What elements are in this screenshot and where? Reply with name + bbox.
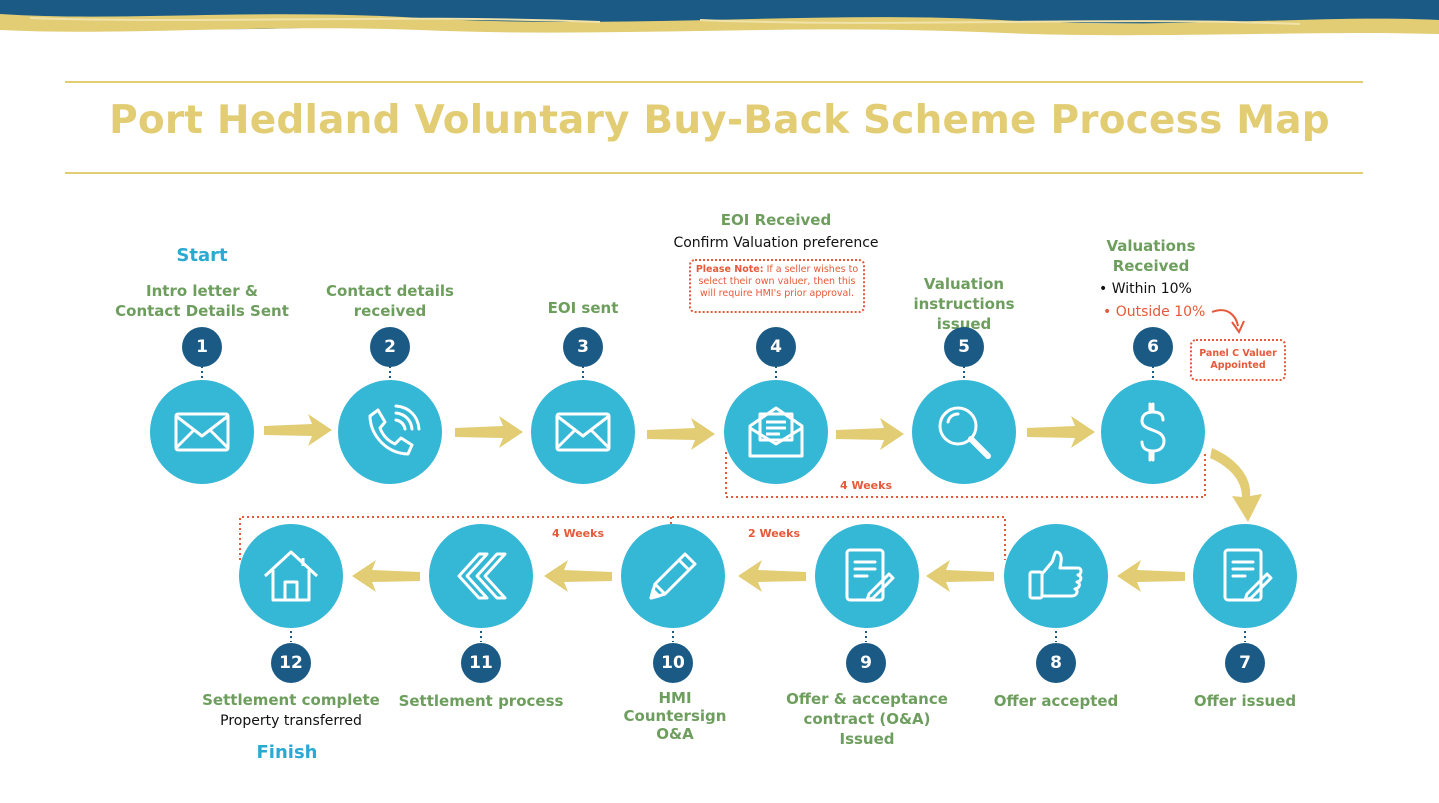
arrow-11-12 (352, 560, 420, 592)
step-4-circle (724, 380, 828, 484)
step-2-label: Contact details received (326, 282, 454, 320)
step-4-label: EOI Received (720, 211, 832, 229)
step-6-circle (1101, 380, 1205, 484)
step-1-label: Intro letter & Contact Details Sent (115, 282, 289, 320)
thumbs-up-icon (1028, 550, 1083, 600)
phone-icon (368, 404, 421, 456)
header-brush-decoration (0, 0, 1439, 36)
step-9-label: Offer & acceptance contract (O&A) Issued (786, 690, 948, 748)
step-7-number: 7 (1225, 643, 1265, 683)
house-icon (263, 550, 319, 602)
within-10-bullet: • Within 10% (1099, 281, 1192, 297)
please-note-box: Please Note: If a seller wishes to selec… (689, 259, 865, 313)
arrow-9-10 (738, 560, 806, 592)
panel-valuer-text: Panel C Valuer Appointed (1199, 348, 1277, 371)
arrow-5-6 (1027, 416, 1095, 448)
title-top-rule (65, 81, 1363, 83)
finish-label: Finish (256, 742, 318, 763)
arrow-10-11 (544, 560, 612, 592)
duration-4-weeks-bottom: 4 Weeks (552, 527, 605, 540)
step-10-label: HMI Countersign O&A (623, 689, 727, 743)
outside-10-arrow (1211, 309, 1239, 327)
duration-2-weeks: 2 Weeks (748, 527, 801, 540)
step-10-circle (621, 524, 725, 628)
arrow-7-8 (1117, 560, 1185, 592)
bracket-4-weeks-bottom (239, 516, 1006, 560)
please-note-bold: Please Note: (695, 264, 764, 275)
step-12-sublabel: Property transferred (220, 713, 362, 729)
step-4-number: 4 (756, 327, 796, 367)
step-8-circle (1004, 524, 1108, 628)
step-3-circle (531, 380, 635, 484)
flow-arrows (264, 414, 1262, 592)
duration-4-weeks-top: 4 Weeks (840, 479, 893, 492)
document-pen-icon (1223, 548, 1273, 602)
step-10-number: 10 (653, 643, 693, 683)
step-5-number: 5 (944, 327, 984, 367)
arrow-2-3 (455, 416, 523, 448)
page-title: Port Hedland Voluntary Buy-Back Scheme P… (109, 98, 1330, 143)
step-5-circle (912, 380, 1016, 484)
start-label: Start (176, 245, 228, 266)
step-11-circle (429, 524, 533, 628)
step-6-label: Valuations Received (1106, 237, 1196, 275)
step-12-circle (239, 524, 343, 628)
step-7-label: Offer issued (1193, 692, 1297, 710)
double-chevron-left-icon (457, 552, 507, 600)
panel-valuer-note: Panel C Valuer Appointed (1190, 339, 1286, 381)
step-2-circle (338, 380, 442, 484)
step-9-circle (815, 524, 919, 628)
title-bottom-rule (65, 172, 1363, 174)
envelope-icon (174, 412, 230, 452)
please-note-text: If a seller wishes to select their own v… (698, 264, 859, 299)
envelope-icon (555, 412, 611, 452)
step-11-label: Settlement process (398, 692, 564, 710)
step-1-circle (150, 380, 254, 484)
step-7-circle (1193, 524, 1297, 628)
step-8-number: 8 (1036, 643, 1076, 683)
arrow-8-9 (926, 560, 994, 592)
arrow-6-7 (1210, 448, 1262, 522)
bracket-4-weeks-top (725, 452, 1206, 498)
open-envelope-icon (748, 406, 804, 458)
outside-10-bullet: • Outside 10% (1103, 304, 1206, 320)
step-5-label: Valuation instructions issued (913, 275, 1015, 333)
step-8-label: Offer accepted (993, 692, 1119, 710)
step-4-sublabel: Confirm Valuation preference (673, 235, 879, 251)
number-connectors (201, 366, 1246, 642)
step-3-number: 3 (563, 327, 603, 367)
step-11-number: 11 (461, 643, 501, 683)
step-9-number: 9 (846, 643, 886, 683)
pencil-icon (649, 552, 697, 600)
arrow-1-2 (264, 414, 332, 446)
step-6-number: 6 (1133, 327, 1173, 367)
step-12-label: Settlement complete (202, 691, 380, 709)
document-pen-icon (845, 548, 895, 602)
arrow-3-4 (647, 418, 715, 450)
magnifier-icon (938, 406, 991, 459)
dollar-icon (1140, 402, 1166, 462)
step-12-number: 12 (271, 643, 311, 683)
step-3-label: EOI sent (547, 299, 619, 317)
arrow-4-5 (836, 418, 904, 450)
step-1-number: 1 (182, 327, 222, 367)
step-2-number: 2 (370, 327, 410, 367)
